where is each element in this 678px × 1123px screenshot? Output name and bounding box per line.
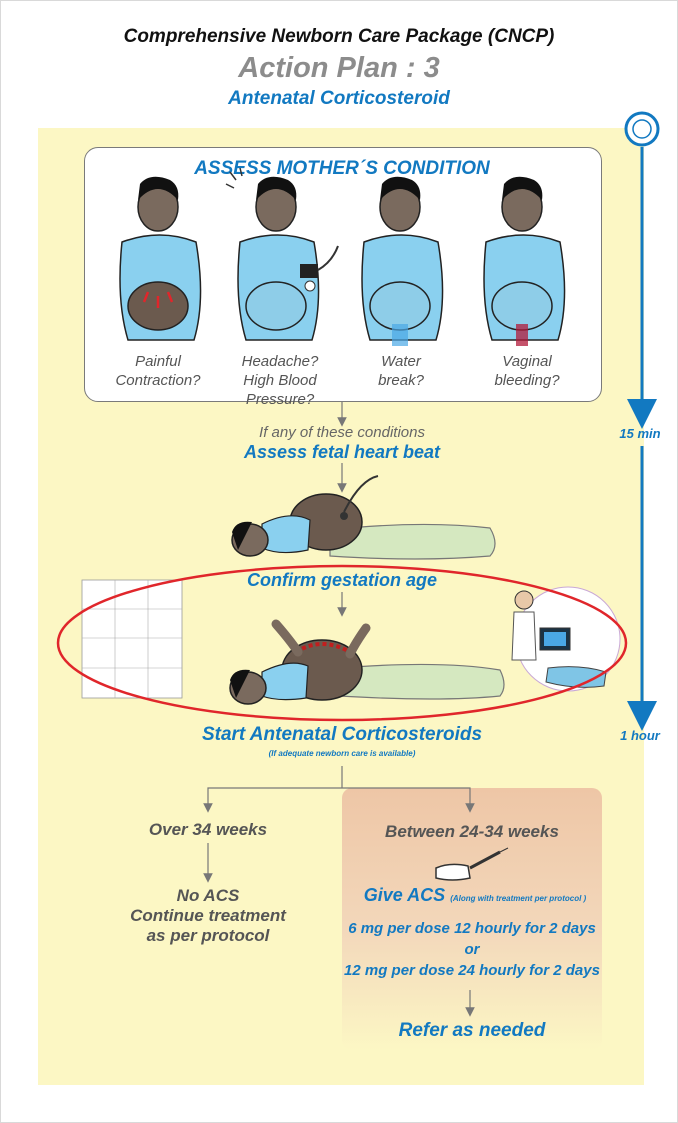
dose-line: 12 mg per dose 24 hourly for 2 days bbox=[344, 962, 600, 979]
condition-label: Headache? bbox=[241, 353, 319, 370]
if-any-text: If any of these conditions bbox=[259, 424, 425, 441]
action-plan-title: Action Plan : 3 bbox=[238, 52, 440, 84]
condition-water: Water break? bbox=[366, 352, 436, 390]
dose-instructions: 6 mg per dose 12 hourly for 2 days or 12… bbox=[342, 918, 602, 981]
result-line: as per protocol bbox=[146, 926, 270, 945]
woman-contraction-figure bbox=[119, 176, 202, 341]
gestation-text: Confirm gestation age bbox=[246, 570, 438, 590]
calendar-graphic bbox=[81, 579, 183, 699]
give-acs-note: (Along with treatment per protocol ) bbox=[450, 894, 587, 903]
condition-headache: Headache? High Blood Pressure? bbox=[210, 352, 350, 409]
fetal-heart-text: Assess fetal heart beat bbox=[243, 442, 441, 462]
condition-painful: Painful Contraction? bbox=[110, 352, 206, 390]
between-weeks-panel bbox=[342, 788, 602, 1050]
give-acs-text: Give ACS (Along with treatment per proto… bbox=[350, 885, 600, 906]
condition-label: Contraction? bbox=[115, 372, 201, 389]
condition-label: Vaginal bbox=[502, 353, 552, 370]
over-34-label: Over 34 weeks bbox=[148, 820, 268, 839]
start-acs-note: (If adequate newborn care is available) bbox=[268, 749, 416, 758]
woman-lying-stethoscope-figure bbox=[231, 475, 496, 560]
ultrasound-graphic bbox=[511, 586, 621, 692]
condition-label: Water bbox=[381, 353, 421, 370]
dose-line: 6 mg per dose 12 hourly for 2 days bbox=[348, 920, 596, 937]
page-title: Comprehensive Newborn Care Package (CNCP… bbox=[123, 26, 555, 47]
syringe-icon bbox=[435, 847, 509, 881]
condition-label: High Blood Pressure? bbox=[243, 372, 317, 408]
result-line: Continue treatment bbox=[130, 906, 286, 925]
dose-or: or bbox=[464, 941, 480, 958]
result-line: No ACS bbox=[176, 886, 240, 905]
condition-label: Painful bbox=[135, 353, 181, 370]
condition-label: bleeding? bbox=[494, 372, 560, 389]
give-acs-label: Give ACS bbox=[363, 885, 446, 905]
condition-label: break? bbox=[378, 372, 424, 389]
no-acs-result: No ACS Continue treatment as per protoco… bbox=[110, 886, 306, 946]
condition-bleeding: Vaginal bleeding? bbox=[482, 352, 572, 390]
woman-headache-figure bbox=[225, 167, 339, 341]
woman-lying-measure-figure bbox=[229, 619, 505, 705]
woman-water-break-figure bbox=[361, 176, 444, 346]
between-weeks-label: Between 24-34 weeks bbox=[385, 822, 559, 841]
timeline-1hour: 1 hour bbox=[620, 728, 660, 743]
topic-title: Antenatal Corticosteroid bbox=[228, 88, 450, 109]
timeline-15min: 15 min bbox=[619, 426, 661, 441]
start-acs-text: Start Antenatal Corticosteroids bbox=[201, 724, 483, 745]
timeline bbox=[624, 111, 660, 731]
refer-text: Refer as needed bbox=[398, 1020, 546, 1041]
highlight-ellipse bbox=[56, 564, 628, 722]
assess-title: ASSESS MOTHER´S CONDITION bbox=[194, 158, 490, 179]
woman-bleeding-figure bbox=[483, 176, 566, 346]
